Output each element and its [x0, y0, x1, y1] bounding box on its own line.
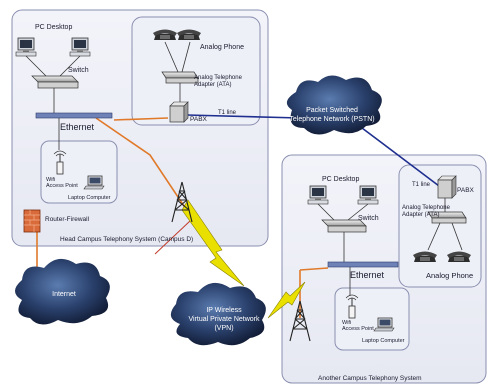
another-pc-desktop-label: PC Desktop: [322, 176, 359, 183]
another-ata-label-1: Analog Telephone: [402, 205, 451, 211]
vpn-label-line2: Virtual Private Network: [188, 316, 260, 323]
another-campus-title: Another Campus Telephony System: [318, 375, 422, 382]
another-ata-label-2: Adapter (ATA): [402, 212, 439, 218]
another-switch-label: Switch: [358, 215, 379, 222]
another-pc-icon-1: [307, 185, 329, 205]
head-t1-line: [186, 114, 301, 119]
head-campus-title: Head Campus Telephony System (Campus D): [60, 236, 193, 243]
head-pc-icon-2: [69, 37, 91, 57]
head-pc-desktop-label: PC Desktop: [35, 24, 72, 31]
another-wifi-label: Wifi: [342, 320, 351, 326]
vpn-cloud: [170, 282, 266, 346]
another-pabx-label: PABX: [457, 187, 475, 194]
head-access-point-label: Access Point: [46, 183, 78, 189]
router-firewall-icon: [23, 209, 41, 233]
internet-label: Internet: [52, 291, 76, 298]
another-lightning-icon: [267, 281, 306, 319]
head-ata-label-2: Adapter (ATA): [194, 82, 231, 88]
another-ata-icon: [427, 211, 467, 224]
head-switch-label: Switch: [68, 67, 89, 74]
another-ethernet-label: Ethernet: [350, 270, 385, 280]
pstn-label-line1: Packet Switched: [306, 107, 358, 114]
head-laptop-label: Laptop Computer: [68, 195, 111, 201]
pstn-label-line2: Telephone Network (PSTN): [289, 116, 374, 123]
head-wifi-subbox: [40, 140, 118, 204]
router-link-line: [154, 220, 191, 255]
pstn-cloud: [286, 75, 382, 135]
router-firewall-label: Router-Firewall: [45, 216, 90, 223]
another-pabx-icon: [437, 175, 457, 199]
head-t1-line-label: T1 line: [218, 110, 237, 116]
head-pabx-label: PABX: [190, 116, 208, 123]
another-pc-icon-2: [357, 185, 379, 205]
another-wifi-subbox: [334, 287, 410, 351]
another-laptop-label: Laptop Computer: [362, 338, 405, 344]
head-phone-subbox: [131, 16, 261, 126]
head-wifi-label: Wifi: [46, 177, 55, 183]
vpn-label-line1: IP Wireless: [206, 307, 242, 314]
head-ethernet-to-pabx-link: [113, 117, 169, 121]
head-lightning-icon: [181, 199, 245, 287]
head-ethernet-bus: [35, 112, 113, 119]
head-analog-phone-label: Analog Phone: [200, 44, 244, 51]
head-pabx-icon: [169, 101, 189, 123]
another-ethernet-bus: [327, 261, 399, 268]
another-access-point-label: Access Point: [342, 326, 374, 332]
another-t1-line-label: T1 line: [412, 182, 431, 188]
head-ata-icon: [161, 71, 199, 84]
another-t1-line: [361, 127, 448, 193]
another-analog-phone-label: Analog Phone: [426, 271, 473, 280]
internet-cloud: [15, 258, 110, 325]
head-ata-label-1: Analog Telephone: [194, 75, 243, 81]
vpn-label-line3: (VPN): [214, 325, 233, 332]
another-ethernet-link: [299, 267, 329, 271]
another-switch-icon: [321, 219, 367, 233]
head-pc-icon-1: [15, 37, 37, 57]
head-ethernet-label: Ethernet: [60, 122, 95, 132]
head-switch-icon: [31, 75, 79, 89]
